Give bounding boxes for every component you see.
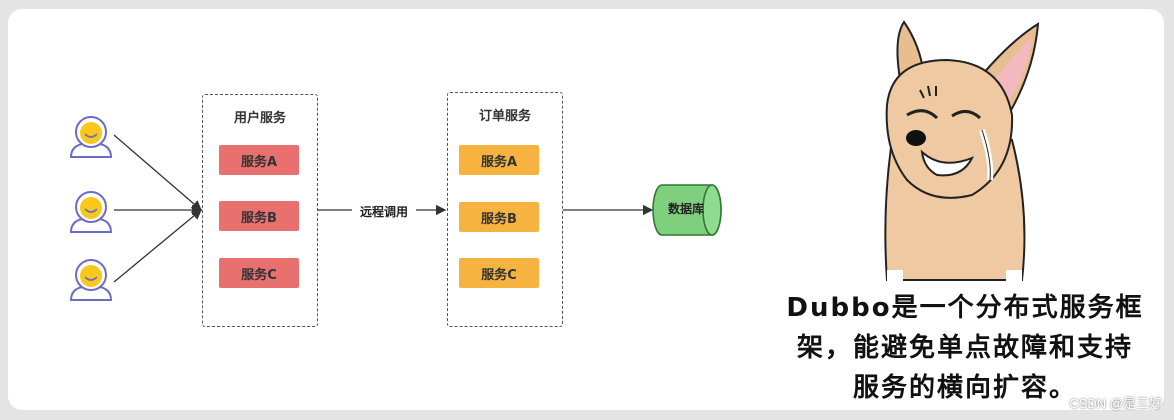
- user-service-a: 服务A: [219, 145, 299, 175]
- watermark: CSDN @是三好: [1069, 396, 1162, 411]
- user-service-group: 用户服务 服务A 服务B 服务C: [202, 94, 318, 327]
- user-service-title: 用户服务: [233, 111, 286, 126]
- user-icon: [69, 116, 113, 158]
- order-service-a: 服务A: [459, 145, 539, 175]
- caption-line: 服务的横向扩容。: [852, 373, 1077, 403]
- database-label: 数据库: [667, 202, 704, 216]
- user-icon: [69, 191, 113, 233]
- chihuahua-meme-image: [884, 20, 1040, 282]
- remote-call-label: 远程调用: [352, 203, 416, 220]
- caption-line: 架，能避免单点故障和支持: [796, 333, 1133, 363]
- meme-caption: Dubbo是一个分布式服务框 架，能避免单点故障和支持 服务的横向扩容。: [770, 288, 1160, 408]
- user-service-b: 服务B: [219, 201, 299, 231]
- order-service-c: 服务C: [459, 258, 539, 288]
- caption-line: Dubbo是一个分布式服务框: [786, 293, 1144, 323]
- order-service-group: 订单服务 服务A 服务B 服务C: [447, 92, 563, 327]
- user-service-c: 服务C: [219, 258, 299, 288]
- order-service-title: 订单服务: [478, 109, 531, 124]
- order-service-b: 服务B: [459, 202, 539, 232]
- user3-connector: [113, 209, 203, 283]
- database-icon: [652, 184, 722, 236]
- user-icon: [69, 259, 113, 301]
- user1-connector: [113, 134, 202, 211]
